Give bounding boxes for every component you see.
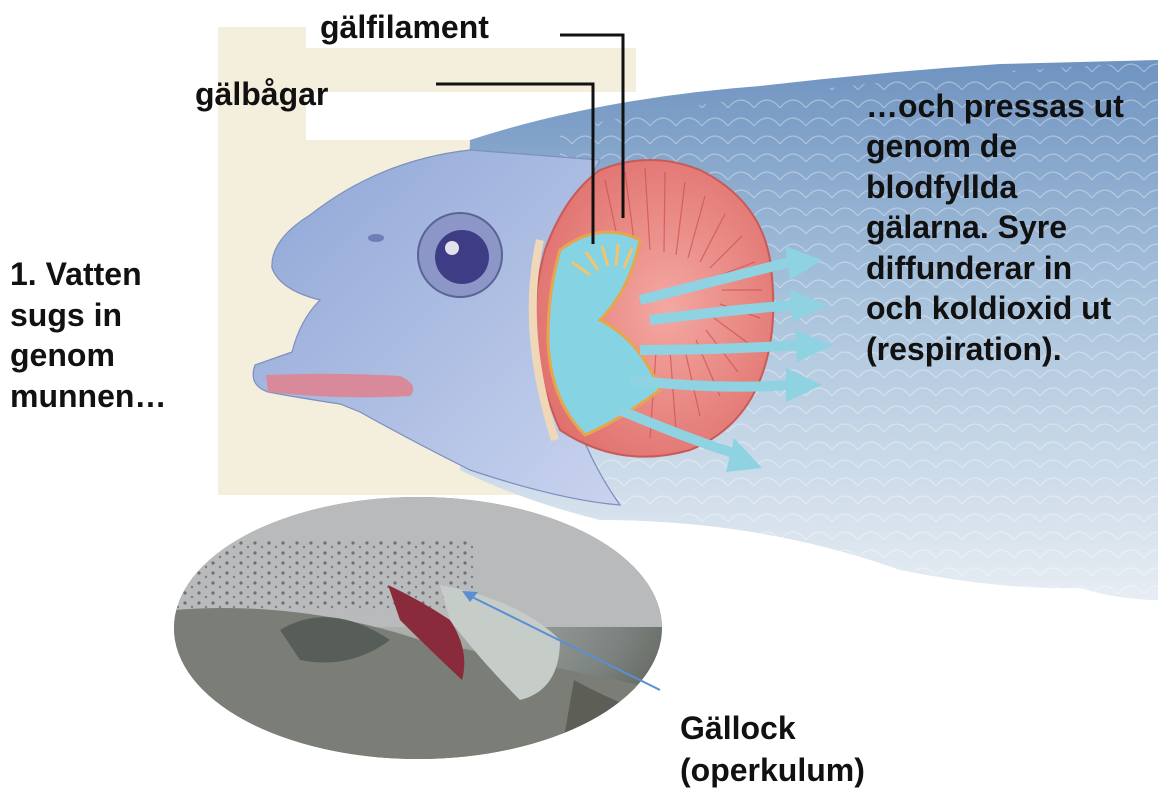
fish-pupil <box>435 230 489 284</box>
gill-arches-label: gälbågar <box>195 75 328 114</box>
fish-mouth <box>266 374 413 398</box>
water-intake-line: sugs in <box>10 295 166 336</box>
water-exit-line: och koldioxid ut <box>866 288 1124 328</box>
water-exit-line: …och pressas ut <box>866 86 1124 126</box>
operculum-label: Gällock (operkulum) <box>680 708 865 791</box>
water-intake-line: munnen… <box>10 376 166 417</box>
water-exit-line: genom de <box>866 126 1124 166</box>
gill-filament-label: gälfilament <box>320 8 489 47</box>
fish-nostril <box>368 234 384 242</box>
water-exit-line: blodfyllda <box>866 167 1124 207</box>
water-exit-line: diffunderar in <box>866 248 1124 288</box>
operculum-label-line: (operkulum) <box>680 750 865 792</box>
eye-highlight <box>445 241 459 255</box>
operculum-label-line: Gällock <box>680 708 865 750</box>
water-intake-text: 1. Vatten sugs in genom munnen… <box>10 254 166 417</box>
water-exit-text: …och pressas ut genom de blodfyllda gäla… <box>866 86 1124 369</box>
water-intake-line: 1. Vatten <box>10 254 166 295</box>
water-intake-line: genom <box>10 335 166 376</box>
water-exit-line: gälarna. Syre <box>866 207 1124 247</box>
water-exit-line: (respiration). <box>866 329 1124 369</box>
